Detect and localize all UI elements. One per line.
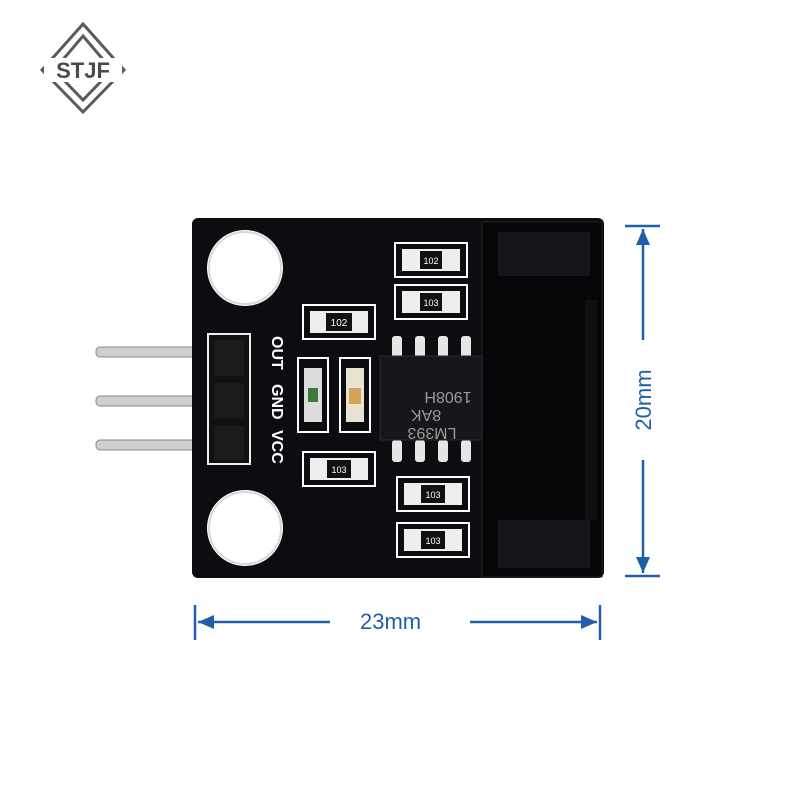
resistor-label: 102	[331, 318, 348, 329]
resistor-label: 103	[425, 490, 440, 500]
resistor-label: 103	[331, 465, 346, 475]
pin-label-out: OUT	[268, 336, 285, 370]
pin-labels: OUT GND VCC	[268, 336, 285, 464]
resistor-label: 103	[425, 536, 440, 546]
resistor-label: 103	[423, 298, 438, 308]
brand-logo: STJF	[39, 21, 127, 115]
ic-text-line: 1908H	[424, 388, 471, 405]
ic-text-line: 8AK	[411, 406, 442, 423]
slot-sensor	[481, 221, 603, 578]
ic-chip: 1908H 8AK LM393	[379, 336, 483, 462]
leds	[297, 357, 371, 433]
logo-text: STJF	[56, 58, 110, 83]
height-dimension-label: 20mm	[631, 369, 656, 431]
resistor-label: 102	[423, 256, 438, 266]
resistors: 102 103 102 103 103 103	[302, 242, 470, 558]
ic-text-line: LM393	[407, 424, 456, 441]
width-dimension-label: 23mm	[360, 609, 422, 634]
mounting-holes	[207, 230, 283, 566]
pin-label-gnd: GND	[268, 384, 285, 420]
pin-label-vcc: VCC	[268, 430, 285, 464]
